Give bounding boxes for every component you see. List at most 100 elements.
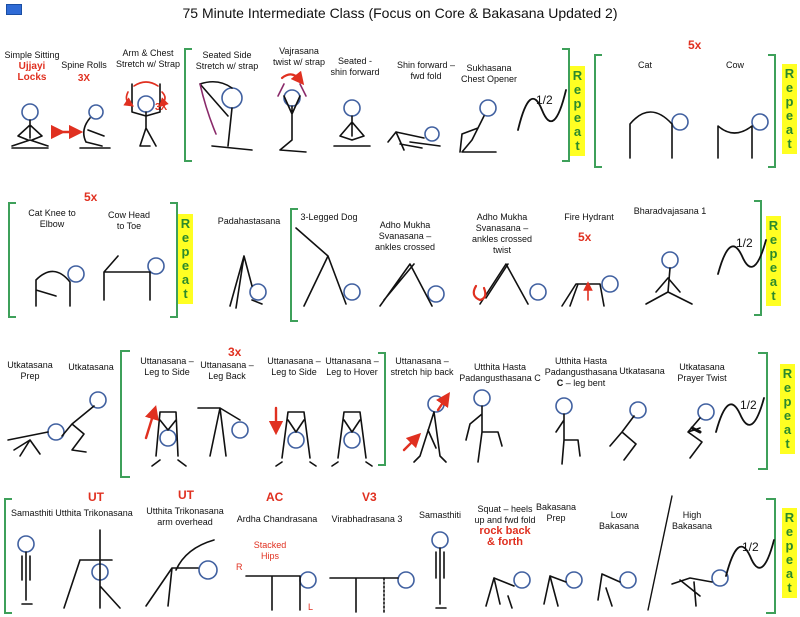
label-uhp-c: Utthita Hasta Padangusthasana C [459,362,541,383]
pose-uhp-c-bent [555,397,581,465]
label-ut-2: UT [178,488,194,502]
corner-icon [6,4,22,15]
bracket-row1-right [562,48,570,162]
wave-icon-2 [717,239,767,275]
label-uttanasana-hover: Uttanasana – Leg to Hover [325,356,379,377]
pose-utthita-trikonasana [63,529,121,609]
pose-padahastasana [229,255,267,309]
label-low-bakasana: Low Bakasana [598,510,640,531]
label-samasthiti-2: Samasthiti [418,510,462,520]
pose-high-bakasana [671,569,729,607]
label-high-bakasana: High Bakasana [671,510,713,531]
pose-trikonasana-arm [145,539,218,607]
label-utkatasana-twist: Utkatasana Prayer Twist [677,362,727,383]
pose-vajrasana [277,70,307,153]
label-stacked-hips: Stacked Hips [253,540,287,561]
label-simple-sitting: Simple Sitting Ujjayi Locks [4,50,60,83]
pose-adho-mukha-twist [472,263,547,305]
label-row2-count: 5x [84,190,98,204]
pose-seated-side [199,80,253,151]
pose-utkatasana-2 [609,401,647,461]
pose-uttanasana-side [144,405,187,467]
pose-simple-sitting [11,103,49,149]
pose-cow-head [103,255,165,301]
pose-cow [717,113,769,159]
label-fire-hydrant: Fire Hydrant [564,212,614,222]
label-ac: AC [266,490,284,504]
bracket-row2-right [170,202,178,318]
label-fire-count: 5x [578,230,592,244]
label-utkatasana: Utkatasana [68,362,114,372]
bracket-row4-right [766,498,776,614]
label-cow-head: Cow Head to Toe [107,210,151,231]
pose-bakasana-prep [543,571,583,607]
label-seated-side: Seated Side Stretch w/ strap [195,50,259,71]
label-uttanasana-side: Uttanasana – Leg to Side [140,356,194,377]
label-ardha-chandrasana: Ardha Chandrasana [236,514,318,524]
bracket-row1-left [184,48,192,162]
wave-icon-3 [715,397,765,433]
label-r: R [236,562,243,572]
label-l: L [308,602,314,612]
label-seated-shin: Seated - shin forward [330,56,380,77]
label-cow: Cow [726,60,745,70]
label-adho-mukha: Adho Mukha Svanasana – ankles crossed [374,220,436,252]
label-utkatasana-prep: Utkatasana Prep [7,360,53,381]
label-half-3: 1/2 [740,398,757,412]
label-trikonasana-arm: Utthita Trikonasana arm overhead [146,506,224,527]
pose-uhp-c [465,389,503,463]
label-virabhadrasana: Virabhadrasana 3 [331,514,403,524]
bracket-row3-left [120,350,130,478]
label-squat: Squat – heels up and fwd fold rock back … [474,504,536,548]
label-samasthiti: Samasthiti [10,508,54,518]
pose-seated-shin [333,99,371,147]
label-half-2: 1/2 [736,236,753,250]
label-uttanasana-back: Uttanasana – Leg Back [200,360,254,381]
pose-3-legged-dog [295,227,361,307]
bracket-row1b-left [594,54,602,168]
pose-uttanasana-hover [331,411,373,467]
label-ut: UT [88,490,104,504]
pose-cat-knee [35,265,85,307]
label-cat: Cat [638,60,653,70]
bracket-row2b-left [290,208,298,322]
pose-arm-chest [123,81,169,147]
label-cat-knee: Cat Knee to Elbow [28,208,76,229]
pose-virabhadrasana [329,571,415,613]
pose-ardha-chandrasana [245,571,317,611]
pose-squat [485,571,531,609]
label-utthita-trikonasana: Utthita Trikonasana [55,508,133,518]
label-uhp-c-bent: Utthita Hasta Padangusthasana C – leg be… [544,356,618,388]
label-cat-cow-count: 5x [688,38,702,52]
label-vajrasana: Vajrasana twist w/ strap [272,46,325,67]
pose-uttanasana-side-2 [268,406,317,467]
pose-shin-fwd-fold [387,126,441,151]
pose-samasthiti-2 [431,531,449,609]
wave-icon-4 [725,539,775,577]
pose-spine-rolls [79,104,111,149]
bracket-row4-left [4,498,12,614]
pose-utkatasana-prep [7,423,65,457]
label-arm-chest: Arm & Chest Stretch w/ Strap [115,48,181,69]
pose-utkatasana-twist [687,403,715,459]
page-title: 75 Minute Intermediate Class (Focus on C… [182,5,618,21]
label-spine-rolls: Spine Rolls 3X [61,60,107,84]
pose-samasthiti [17,535,35,605]
bracket-row2b-right [754,200,762,316]
label-padahastasana: Padahastasana [217,216,281,226]
label-utkatasana-2: Utkatasana [619,366,665,376]
label-sukhasana: Sukhasana Chest Opener [460,63,518,84]
label-leg-back-count: 3x [228,345,242,359]
label-half-1: 1/2 [536,93,553,107]
pose-adho-mukha [379,263,445,307]
label-bakasana-prep: Bakasana Prep [535,502,577,523]
pose-uttanasana-back [197,407,249,457]
pose-uttanasana-hip [402,392,450,463]
label-shin-fwd-fold: Shin forward – fwd fold [396,60,456,81]
